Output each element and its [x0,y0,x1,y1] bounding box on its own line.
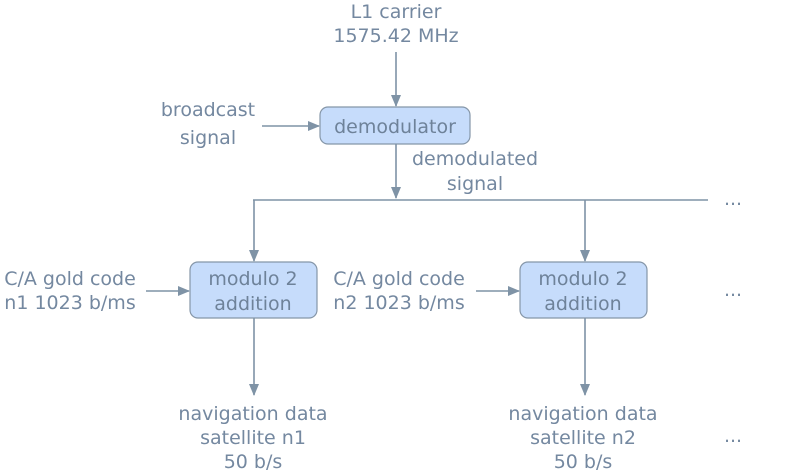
carrier-label-line1: L1 carrier [351,1,442,23]
channel2-output-line3: 50 b/s [554,451,613,471]
channel1-output-line2: satellite n1 [200,427,306,449]
box-row-ellipsis: ... [724,279,742,301]
demodulated-label-line2: signal [447,173,503,195]
demodulator-label: demodulator [334,116,456,138]
channel2-box-label-line2: addition [544,293,621,315]
channel2-box-label-line1: modulo 2 [538,268,627,290]
carrier-label-line2: 1575.42 MHz [333,25,458,47]
channel2-modulo-box [519,261,648,319]
channel2-output-line2: satellite n2 [530,427,636,449]
channel1-output-line1: navigation data [178,403,327,425]
channel2-code-label-line2: n2 1023 b/ms [333,292,464,314]
channel1-output-line3: 50 b/s [224,451,283,471]
channel2-output-line1: navigation data [508,403,657,425]
bus-ellipsis: ... [724,188,742,210]
channel1-box-label-line1: modulo 2 [208,268,297,290]
channel2-code-label-line1: C/A gold code [333,268,465,290]
channel1-box-label-line2: addition [214,293,291,315]
channel1-code-label-line2: n1 1023 b/ms [4,292,135,314]
broadcast-label-line1: broadcast [161,99,255,121]
demodulated-label-line1: demodulated [412,148,538,170]
output-row-ellipsis: ... [724,425,742,447]
broadcast-label-line2: signal [180,127,236,149]
demodulator-box [319,106,471,145]
channel1-code-label-line1: C/A gold code [4,268,136,290]
